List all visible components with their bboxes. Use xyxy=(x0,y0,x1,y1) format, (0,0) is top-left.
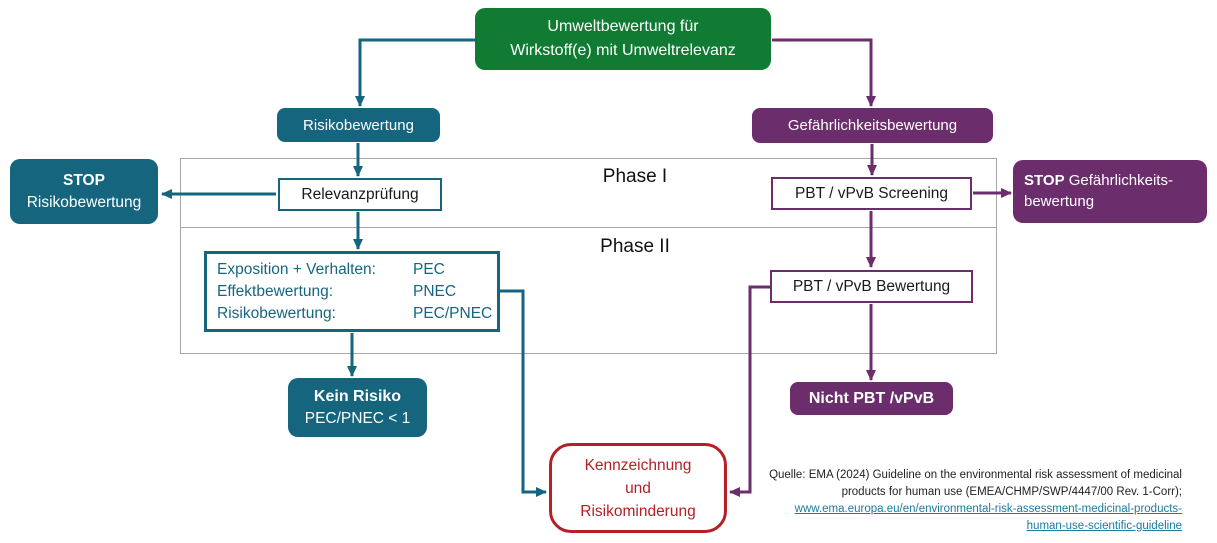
stop-hazard-title: STOP xyxy=(1024,172,1065,189)
phase1-label: Phase I xyxy=(602,166,668,187)
node-hazard-branch: Gefährlichkeitsbewertung xyxy=(752,108,993,143)
node-no-risk: Kein Risiko PEC/PNEC < 1 xyxy=(288,378,427,437)
no-risk-text: PEC/PNEC < 1 xyxy=(304,409,411,427)
assessment-row: Risikobewertung: PEC/PNEC xyxy=(217,303,492,325)
node-root-line1: Umweltbewertung für xyxy=(547,18,699,35)
assessment-row-value: PEC xyxy=(413,260,445,278)
node-root-line2: Wirkstoff(e) mit Umweltrelevanz xyxy=(510,42,736,59)
node-relevance-check: Relevanzprüfung xyxy=(278,178,442,211)
node-labelling: Kennzeichnung und Risikominderung xyxy=(549,443,727,533)
node-risk-branch: Risikobewertung xyxy=(277,108,440,142)
node-not-pbt: Nicht PBT /vPvB xyxy=(790,382,953,415)
assessment-row-value: PNEC xyxy=(413,282,457,300)
node-root: Umweltbewertung für Wirkstoff(e) mit Umw… xyxy=(475,8,771,70)
node-pbt-screening: PBT / vPvB Screening xyxy=(771,177,972,210)
assessment-row-label: Exposition + Verhalten: xyxy=(217,260,376,278)
labelling-line1: Kennzeichnung xyxy=(584,456,692,474)
phase2-label: Phase II xyxy=(600,236,670,257)
assessment-row-label: Risikobewertung: xyxy=(217,304,336,322)
labelling-line2: und xyxy=(625,479,651,497)
assessment-row: Effektbewertung: PNEC xyxy=(217,281,487,303)
connector-root-to-hazard xyxy=(772,38,876,107)
node-stop-risk: STOP Risikobewertung xyxy=(10,159,158,224)
connector-root-to-risk xyxy=(355,38,475,107)
node-pbt-assessment: PBT / vPvB Bewertung xyxy=(770,270,973,303)
stop-risk-title: STOP xyxy=(63,171,105,189)
stop-hazard-text: Gefährlichkeits-bewertung xyxy=(1024,172,1173,210)
assessment-row: Exposition + Verhalten: PEC xyxy=(217,259,487,281)
assessment-row-value: PEC/PNEC xyxy=(413,304,493,322)
source-text: Quelle: EMA (2024) Guideline on the envi… xyxy=(769,469,1182,498)
assessment-row-label: Effektbewertung: xyxy=(217,282,334,300)
stop-risk-text: Risikobewertung xyxy=(26,193,142,211)
no-risk-title: Kein Risiko xyxy=(313,387,402,405)
phase2-container xyxy=(180,227,997,354)
source-link[interactable]: www.ema.europa.eu/en/environmental-risk-… xyxy=(794,503,1182,532)
node-assessment: Exposition + Verhalten: PEC Effektbewert… xyxy=(204,251,500,332)
node-stop-hazard: STOP Gefährlichkeits-bewertung xyxy=(1013,160,1207,223)
labelling-line3: Risikominderung xyxy=(580,502,696,520)
source-citation: Quelle: EMA (2024) Guideline on the envi… xyxy=(762,467,1182,535)
